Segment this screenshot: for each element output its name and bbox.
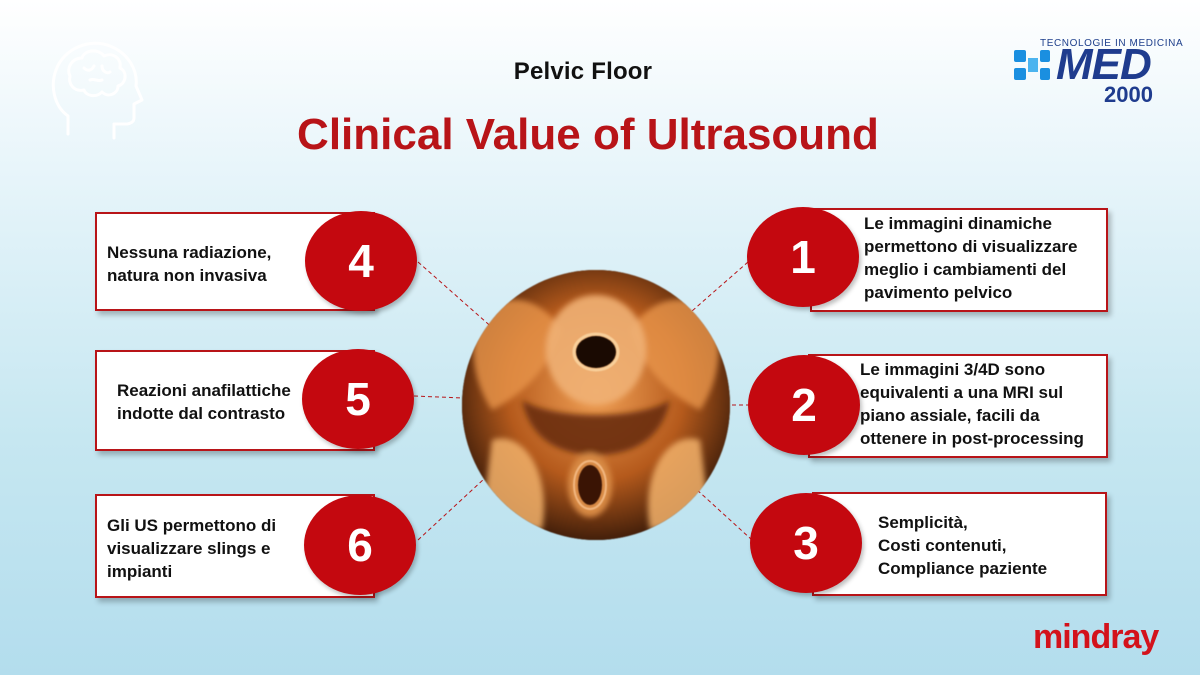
item-1-line-1: Le immagini dinamiche — [864, 214, 1052, 233]
ultrasound-pelvic-image — [462, 270, 730, 540]
connector-1 — [683, 261, 749, 319]
item-2-text: Le immagini 3/4D sono equivalenti a una … — [860, 358, 1108, 450]
item-1-number: 1 — [747, 207, 859, 307]
connector-4 — [417, 261, 496, 331]
item-4-line-2: natura non invasiva — [107, 266, 267, 285]
item-5-text: Reazioni anafilattiche indotte dal contr… — [117, 379, 337, 425]
item-3-line-1: Semplicità, — [878, 513, 968, 532]
logo-name: MED — [1056, 40, 1152, 89]
med2000-logo: TECNOLOGIE IN MEDICINA MED 2000 — [1010, 38, 1184, 108]
item-4-line-1: Nessuna radiazione, — [107, 243, 272, 262]
slide-title: Clinical Value of Ultrasound — [297, 110, 879, 159]
item-3-line-3: Compliance paziente — [878, 559, 1048, 578]
item-6-number: 6 — [304, 495, 416, 595]
item-2-line-2: equivalenti a una MRI sul — [860, 383, 1064, 402]
item-1-text: Le immagini dinamiche permettono di visu… — [864, 212, 1108, 304]
item-6-line-2: visualizzare slings e — [107, 539, 271, 558]
item-2-number: 2 — [748, 355, 860, 455]
logo-tagline: TECNOLOGIE IN MEDICINA — [1040, 38, 1184, 49]
item-6-line-3: impianti — [107, 562, 173, 581]
item-2-line-1: Le immagini 3/4D sono — [860, 360, 1046, 379]
item-1-line-4: pavimento pelvico — [864, 283, 1013, 302]
connector-5 — [413, 395, 464, 399]
slide-subtitle: Pelvic Floor — [513, 58, 653, 85]
item-1-box: Le immagini dinamiche permettono di visu… — [810, 208, 1108, 312]
item-4-number: 4 — [305, 211, 417, 311]
item-3-number: 3 — [750, 493, 862, 593]
item-1-line-2: permettono di visualizzare — [864, 237, 1078, 256]
mindray-logo: mindray — [1033, 618, 1159, 656]
item-2-line-4: ottenere in post-processing — [860, 429, 1084, 448]
item-5-line-1: Reazioni anafilattiche — [117, 381, 291, 400]
item-5-line-2: indotte dal contrasto — [117, 404, 286, 423]
connector-3 — [694, 487, 753, 541]
item-1-line-3: meglio i cambiamenti del — [864, 260, 1067, 279]
logo-mark-icon — [1014, 50, 1050, 80]
item-2-line-3: piano assiale, facili da — [860, 406, 1040, 425]
logo-year: 2000 — [1104, 82, 1153, 107]
item-4-text: Nessuna radiazione, natura non invasiva — [107, 241, 317, 287]
connector-6 — [417, 477, 486, 541]
item-5-number: 5 — [302, 349, 414, 449]
item-3-line-2: Costi contenuti, — [878, 536, 1007, 555]
item-6-line-1: Gli US permettono di — [107, 516, 277, 535]
item-6-text: Gli US permettono di visualizzare slings… — [107, 514, 317, 583]
item-3-text: Semplicità, Costi contenuti, Compliance … — [878, 511, 1098, 580]
brain-head-icon — [51, 41, 144, 140]
